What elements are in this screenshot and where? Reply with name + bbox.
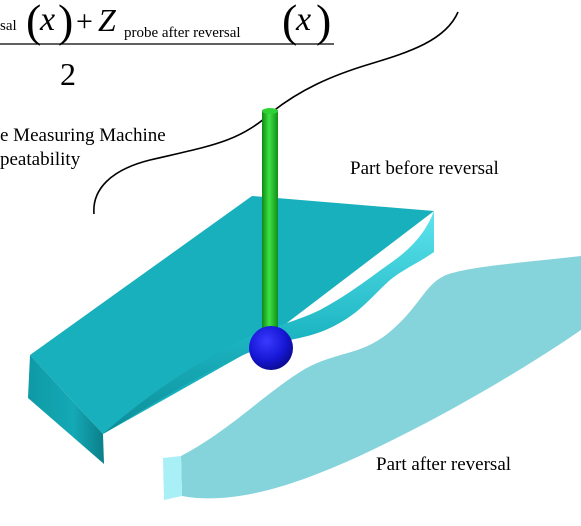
part-before-curved-face xyxy=(103,211,434,434)
part-before-front-face xyxy=(28,355,104,464)
part-before-top-face xyxy=(30,196,434,434)
formula-z-symbol: Z xyxy=(98,2,117,38)
formula-numerator-prefix: sal xyxy=(0,18,17,34)
formula-subscript: probe after reversal xyxy=(124,25,241,41)
part-after-label: Part after reversal xyxy=(376,454,511,475)
formula-variable-x-1: x xyxy=(39,1,55,38)
probe-stylus xyxy=(262,110,278,344)
formula-paren-open-2: ( xyxy=(282,0,297,46)
formula-denominator: 2 xyxy=(60,56,76,92)
formula-variable-x-2: x xyxy=(295,1,311,38)
probe-ball xyxy=(249,326,293,370)
formula: sal ( x ) + Z probe after reversal ( x )… xyxy=(0,0,334,92)
part-before-reversal xyxy=(28,196,434,464)
formula-paren-open-1: ( xyxy=(26,0,41,46)
formula-plus: + xyxy=(76,5,93,38)
probe-stylus-top xyxy=(262,108,278,114)
machine-label-line1: e Measuring Machine xyxy=(0,125,166,146)
formula-paren-close-1: ) xyxy=(58,0,73,46)
machine-label-line2: peatability xyxy=(0,149,81,170)
part-after-edge-face xyxy=(163,456,182,500)
part-after-surface xyxy=(181,256,581,499)
probe xyxy=(249,108,293,370)
formula-paren-close-2: ) xyxy=(316,0,331,46)
part-before-label: Part before reversal xyxy=(350,158,499,179)
part-after-reversal xyxy=(163,256,581,500)
